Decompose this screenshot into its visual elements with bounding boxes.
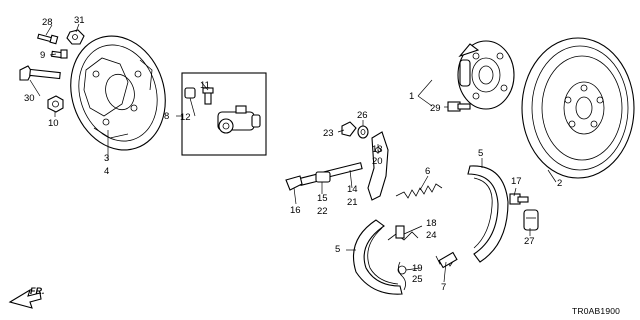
hold-down-spring-18 [387,225,419,241]
brake-drum [521,37,635,179]
spring-7 [435,251,458,269]
bolt-17 [509,193,529,205]
bleeder-cap [184,87,196,99]
bolt-30 [19,65,61,81]
callout-1: 1 [409,91,414,102]
callout-7: 7 [441,282,446,293]
callout-13: 13 [372,144,383,155]
callout-25: 25 [412,274,423,285]
callout-17: 17 [511,176,522,187]
callout-30: 30 [24,93,35,104]
callout-14: 14 [347,184,358,195]
bolt-28 [37,33,59,45]
washer-26 [357,125,369,139]
clip-23 [341,121,357,137]
adjuster-fork-16 [285,175,303,191]
brake-shoe-left [352,219,403,295]
bolt-9 [51,49,68,59]
callout-18: 18 [426,218,437,229]
callout-27: 27 [524,236,535,247]
return-spring-6 [395,183,443,199]
callout-16: 16 [290,205,301,216]
callout-23: 23 [323,128,334,139]
callout-5a: 5 [478,148,483,159]
callout-15: 15 [317,193,328,204]
adjuster-bolt-15 [315,171,331,183]
diagram-code: TR0AB1900 [572,306,620,316]
callout-19: 19 [412,263,423,274]
callout-4: 4 [104,166,109,177]
callout-20: 20 [372,156,383,167]
backing-plate [70,35,166,151]
hub-bolt-29 [447,101,471,112]
wheel-cylinder [217,105,261,134]
front-direction-label: FR. [30,286,45,296]
callout-31: 31 [74,15,85,26]
brake-shoe-right [467,165,509,263]
bleeder-screw [202,87,214,105]
callout-2: 2 [557,178,562,189]
callout-29: 29 [430,103,441,114]
callout-10: 10 [48,118,59,129]
cap-27 [523,209,539,231]
callout-labels: 1 2 3 4 5 5 6 7 8 9 10 11 12 13 14 15 16… [24,15,562,293]
callout-6: 6 [425,166,430,177]
front-direction-arrow-icon [8,288,42,309]
callout-24: 24 [426,230,437,241]
callout-22: 22 [317,206,328,217]
callout-9: 9 [40,50,45,61]
callout-3: 3 [104,153,109,164]
callout-11: 11 [200,80,210,91]
hub-bearing [457,40,515,110]
callout-12: 12 [180,112,191,123]
callout-21: 21 [347,197,358,208]
callout-5b: 5 [335,244,340,255]
nut-31 [66,29,85,45]
callout-26: 26 [357,110,368,121]
callout-8: 8 [164,111,169,122]
nut-10 [47,95,64,113]
parking-brake-lever [367,131,389,201]
callout-28: 28 [42,17,53,28]
adjuster-strut [298,162,363,186]
leader-lines [29,23,557,283]
